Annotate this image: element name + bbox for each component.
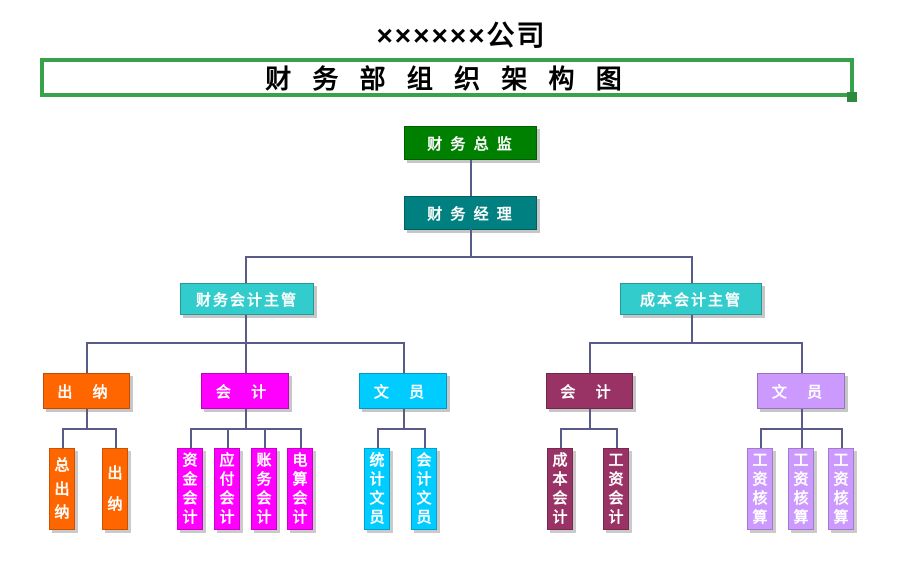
node-clerk-dept-cost[interactable]: 文 员 bbox=[757, 373, 845, 409]
leaf-ledger-accountant[interactable]: 账务会计 bbox=[251, 448, 277, 530]
connector-line bbox=[403, 342, 405, 373]
node-label: 会 计 bbox=[560, 383, 619, 401]
leaf-cost-accountant[interactable]: 成本会计 bbox=[547, 448, 573, 530]
node-accounting-dept-finance[interactable]: 会 计 bbox=[201, 373, 289, 409]
leaf-payroll-accountant[interactable]: 工资会计 bbox=[603, 448, 629, 530]
connector-line bbox=[560, 428, 617, 430]
connector-line bbox=[403, 409, 405, 428]
connector-line bbox=[86, 409, 88, 428]
leaf-accounting-clerk[interactable]: 会计文员 bbox=[411, 448, 437, 530]
node-label: 文 员 bbox=[771, 383, 831, 401]
connector-line bbox=[760, 428, 762, 448]
connector-line bbox=[424, 428, 426, 448]
node-label: 财 务 总 监 bbox=[427, 135, 514, 153]
leaf-statistics-clerk[interactable]: 统计文员 bbox=[364, 448, 390, 530]
connector-line bbox=[300, 428, 302, 448]
connector-line bbox=[589, 342, 802, 344]
connector-line bbox=[691, 256, 693, 283]
leaf-payroll-calculator-3[interactable]: 工资核算 bbox=[828, 448, 854, 530]
node-finance-manager[interactable]: 财 务 经 理 bbox=[404, 196, 537, 230]
title-box-corner-mark bbox=[847, 92, 857, 102]
connector-line bbox=[589, 409, 591, 428]
leaf-funds-accountant[interactable]: 资金会计 bbox=[177, 448, 203, 530]
connector-line bbox=[589, 342, 591, 373]
connector-line bbox=[560, 428, 562, 448]
connector-line bbox=[841, 428, 843, 448]
connector-line bbox=[190, 428, 301, 430]
connector-line bbox=[801, 409, 803, 428]
connector-line bbox=[115, 428, 117, 448]
company-title: ××××××公司 bbox=[376, 20, 547, 51]
connector-line bbox=[377, 428, 425, 430]
connector-line bbox=[691, 315, 693, 342]
connector-line bbox=[245, 256, 247, 283]
node-label: 文 员 bbox=[373, 383, 433, 401]
connector-line bbox=[616, 428, 618, 448]
node-clerk-dept-finance[interactable]: 文 员 bbox=[359, 373, 447, 409]
leaf-cashier[interactable]: 出纳 bbox=[102, 448, 128, 530]
connector-line bbox=[245, 315, 247, 342]
connector-line bbox=[227, 428, 229, 448]
connector-line bbox=[190, 428, 192, 448]
diagram-title-box: 财 务 部 组 织 架 构 图 bbox=[40, 58, 854, 97]
connector-line bbox=[470, 160, 472, 196]
connector-line bbox=[245, 409, 247, 428]
node-finance-director[interactable]: 财 务 总 监 bbox=[404, 126, 537, 160]
connector-line bbox=[62, 428, 64, 448]
connector-line bbox=[86, 342, 88, 373]
node-label: 财务会计主管 bbox=[195, 291, 298, 309]
connector-line bbox=[377, 428, 379, 448]
node-finance-accounting-supervisor[interactable]: 财务会计主管 bbox=[180, 283, 314, 315]
connector-line bbox=[264, 428, 266, 448]
leaf-chief-cashier[interactable]: 总出纳 bbox=[49, 448, 75, 530]
leaf-computer-accountant[interactable]: 电算会计 bbox=[287, 448, 313, 530]
connector-line bbox=[245, 342, 247, 373]
node-cashier-dept[interactable]: 出 纳 bbox=[43, 373, 130, 409]
connector-line bbox=[801, 428, 803, 448]
diagram-title: 财 务 部 组 织 架 构 图 bbox=[265, 64, 629, 94]
node-label: 成本会计主管 bbox=[639, 291, 742, 309]
node-label: 出 纳 bbox=[57, 383, 116, 401]
node-cost-accounting-supervisor[interactable]: 成本会计主管 bbox=[620, 283, 762, 315]
connector-line bbox=[62, 428, 116, 430]
node-label: 会 计 bbox=[215, 383, 275, 401]
leaf-payable-accountant[interactable]: 应付会计 bbox=[214, 448, 240, 530]
connector-line bbox=[470, 229, 472, 256]
node-label: 财 务 经 理 bbox=[427, 205, 514, 223]
node-accounting-dept-cost[interactable]: 会 计 bbox=[546, 373, 633, 409]
leaf-payroll-calculator-1[interactable]: 工资核算 bbox=[747, 448, 773, 530]
connector-line bbox=[801, 342, 803, 373]
connector-line bbox=[245, 256, 692, 258]
leaf-payroll-calculator-2[interactable]: 工资核算 bbox=[788, 448, 814, 530]
